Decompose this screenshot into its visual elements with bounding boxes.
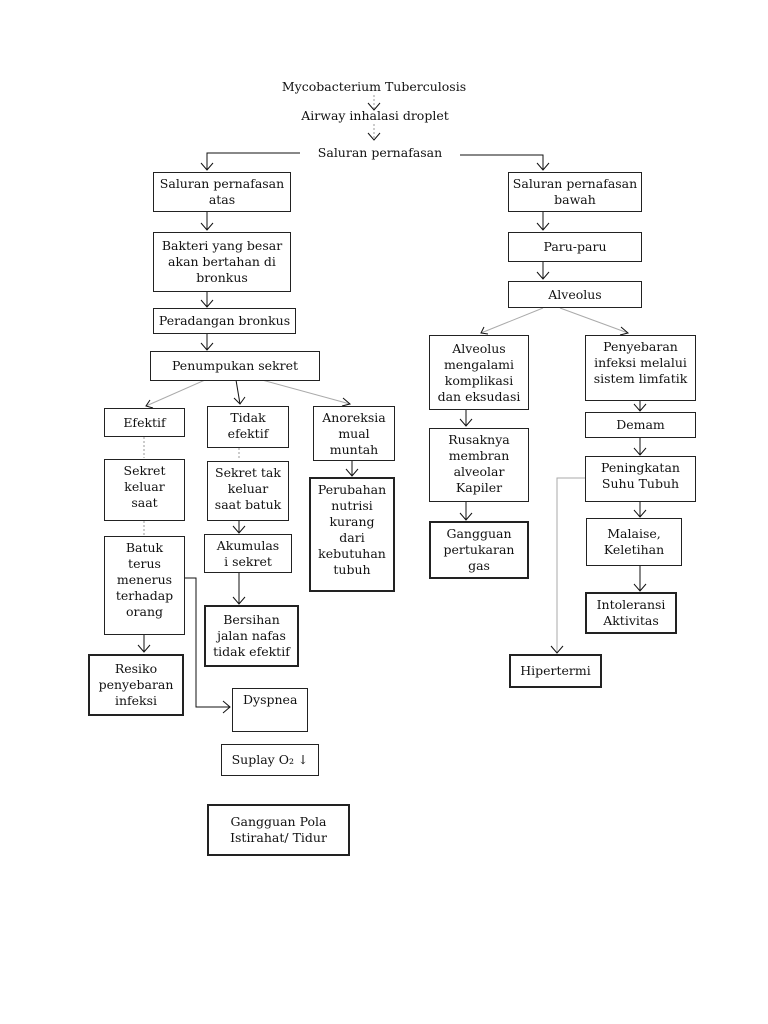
branch-left	[206, 152, 300, 170]
node-saluran-bawah: Saluran pernafasan bawah	[508, 172, 642, 212]
arrowhead	[367, 102, 381, 111]
line-batuk-dyspnea	[184, 577, 230, 708]
node-suplay-o2: Suplay O₂ ↓	[221, 744, 319, 776]
node-anoreksia: Anoreksia mual muntah	[313, 406, 395, 461]
node-intoleransi-aktivitas: Intoleransi Aktivitas	[585, 592, 677, 634]
node-gangguan-pola-istirahat: Gangguan Pola Istirahat/ Tidur	[207, 804, 350, 856]
arrowhead	[536, 162, 550, 171]
node-batuk-terus: Batuk terus menerus terhadap orang	[104, 536, 185, 635]
arrowhead	[222, 700, 231, 714]
line-to-efektif	[145, 379, 206, 407]
node-penumpukan-sekret: Penumpukan sekret	[150, 351, 320, 381]
arrowhead	[633, 583, 647, 592]
node-tidak-efektif: Tidak efektif	[207, 406, 289, 448]
node-akumulasi-sekret: Akumulas i sekret	[204, 534, 292, 573]
arrowhead	[536, 271, 550, 280]
node-saluran-atas: Saluran pernafasan atas	[153, 172, 291, 212]
line-peningkatan-hipertermi	[556, 477, 585, 653]
node-hipertermi: Hipertermi	[509, 654, 602, 688]
arrowhead	[341, 397, 352, 407]
line-to-anoreksia	[261, 379, 351, 405]
node-rusaknya-membran: Rusaknya membran alveolar Kapiler	[429, 428, 529, 502]
arrowhead	[137, 644, 151, 653]
arrowhead	[145, 399, 154, 409]
arrowhead	[345, 468, 359, 477]
arrowhead	[200, 342, 214, 351]
node-peningkatan-suhu: Peningkatan Suhu Tubuh	[585, 456, 696, 502]
arrowhead	[480, 326, 489, 335]
arrowhead	[367, 132, 381, 141]
arrowhead	[200, 299, 214, 308]
node-alveolus-komplikasi: Alveolus mengalami komplikasi dan eksuda…	[429, 335, 529, 410]
arrowhead	[200, 162, 214, 171]
arrowhead	[459, 512, 473, 521]
node-efektif: Efektif	[104, 408, 185, 437]
arrowhead	[459, 418, 473, 427]
node-perubahan-nutrisi: Perubahan nutrisi kurang dari kebutuhan …	[309, 477, 395, 592]
node-penyebaran-limfatik: Penyebaran infeksi melalui sistem limfat…	[585, 335, 696, 401]
node-bersihan-jalan-nafas: Bersihan jalan nafas tidak efektif	[204, 605, 299, 667]
node-resiko-penyebaran: Resiko penyebaran infeksi	[88, 654, 184, 716]
arrowhead	[232, 525, 246, 534]
node-airway: Airway inhalasi droplet	[301, 108, 449, 123]
node-demam: Demam	[585, 412, 696, 438]
node-mycobacterium: Mycobacterium Tuberculosis	[281, 79, 467, 94]
node-paru-paru: Paru-paru	[508, 232, 642, 262]
arrowhead	[619, 326, 630, 336]
node-peradangan-bronkus: Peradangan bronkus	[153, 308, 296, 334]
arrowhead	[633, 509, 647, 518]
line-alv-penyebaran	[559, 307, 629, 334]
arrowhead	[550, 645, 564, 654]
node-gangguan-pertukaran-gas: Gangguan pertukaran gas	[429, 521, 529, 579]
arrowhead	[233, 396, 246, 405]
node-saluran-pernafasan: Saluran pernafasan	[317, 145, 443, 160]
node-malaise-keletihan: Malaise, Keletihan	[586, 518, 682, 566]
arrowhead	[232, 596, 246, 605]
branch-right	[460, 154, 544, 170]
line-to-tidak-efektif	[235, 379, 241, 405]
node-sekret-tak-keluar: Sekret tak keluar saat batuk	[207, 461, 289, 521]
node-sekret-keluar: Sekret keluar saat	[104, 459, 185, 521]
node-dyspnea: Dyspnea	[232, 688, 308, 732]
arrowhead	[200, 222, 214, 231]
node-alveolus: Alveolus	[508, 281, 642, 308]
arrowhead	[536, 222, 550, 231]
arrowhead	[633, 447, 647, 456]
node-bakteri: Bakteri yang besar akan bertahan di bron…	[153, 232, 291, 292]
arrowhead	[633, 403, 647, 412]
line-alv-komplikasi	[480, 307, 544, 334]
